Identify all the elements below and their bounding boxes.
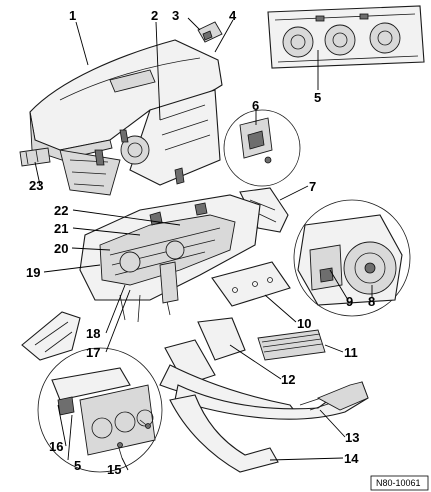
control-panel-callout-illustration (37, 347, 163, 473)
climate-control-panel-top-illustration (267, 5, 425, 69)
heater-unit-assembly-illustration (79, 194, 261, 323)
blower-unit-callout-illustration (293, 199, 411, 317)
leader-lines (34, 17, 373, 471)
part-label-8: 8 (368, 294, 375, 309)
part-label-5-top: 5 (314, 90, 321, 105)
sensor-callout-illustration (223, 109, 301, 187)
part-number-labels: 1 2 3 4 5 6 7 8 9 10 11 12 13 14 15 5 16… (26, 8, 375, 477)
part-label-19: 19 (26, 265, 40, 280)
part-label-3: 3 (172, 8, 179, 23)
part-label-15: 15 (107, 462, 121, 477)
part-label-13: 13 (345, 430, 359, 445)
part-label-17: 17 (86, 345, 100, 360)
reference-code: N80-10061 (376, 478, 421, 488)
part-label-11: 11 (344, 345, 358, 360)
part-label-14: 14 (344, 451, 359, 466)
bracket-part-illustration (19, 147, 51, 167)
part-label-21: 21 (54, 221, 68, 236)
part-label-7: 7 (309, 179, 316, 194)
clip-part-illustration (197, 21, 223, 43)
part-label-2: 2 (151, 8, 158, 23)
part-label-6: 6 (252, 98, 259, 113)
part-label-16: 16 (49, 439, 63, 454)
cover-plate-illustration (211, 261, 291, 307)
reference-code-box: N80-10061 (370, 475, 429, 491)
part-label-18: 18 (86, 326, 100, 341)
part-label-9: 9 (346, 294, 353, 309)
part-label-5-bottom: 5 (74, 458, 81, 473)
part-label-12: 12 (281, 372, 295, 387)
part-label-4: 4 (229, 8, 237, 23)
part-label-22: 22 (54, 203, 68, 218)
part-label-20: 20 (54, 241, 68, 256)
part-label-1: 1 (69, 8, 76, 23)
floor-air-ducts-illustration (159, 317, 369, 473)
part-label-23: 23 (29, 178, 43, 193)
air-duct-19-illustration (21, 311, 81, 361)
pollen-filter-illustration (257, 329, 326, 361)
dashboard-panel-illustration (29, 39, 223, 196)
part-label-10: 10 (297, 316, 311, 331)
